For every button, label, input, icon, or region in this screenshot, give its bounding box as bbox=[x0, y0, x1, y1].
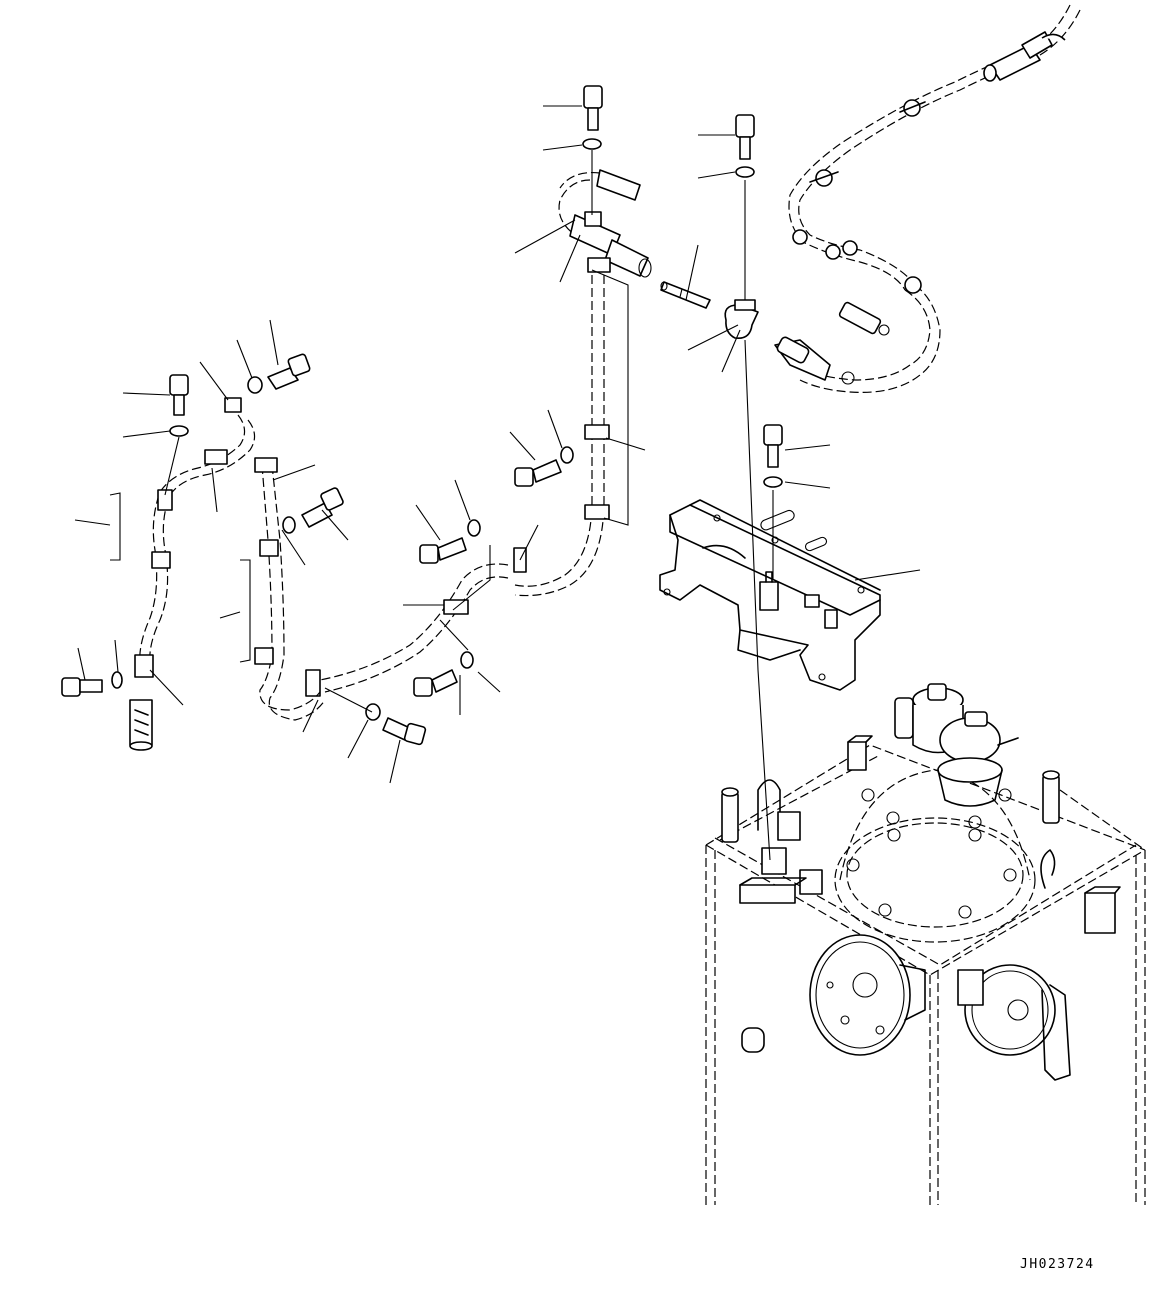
clip-upper-2 bbox=[809, 169, 839, 187]
harness-upper-right bbox=[774, 4, 1081, 393]
bolts-washers bbox=[61, 85, 783, 746]
cover-bolts bbox=[802, 788, 1017, 919]
clip-upper-1 bbox=[899, 99, 926, 117]
harness-left bbox=[109, 397, 326, 751]
breather-assembly bbox=[721, 683, 1060, 843]
drawing-code: JH023724 bbox=[1020, 1257, 1095, 1272]
harness-center bbox=[305, 169, 711, 697]
clip-upper-3 bbox=[792, 229, 922, 294]
alignment-lines bbox=[164, 150, 774, 861]
hydraulic-tank bbox=[705, 683, 1146, 1205]
leader-lines bbox=[74, 105, 921, 784]
mounting-bracket bbox=[659, 499, 881, 691]
